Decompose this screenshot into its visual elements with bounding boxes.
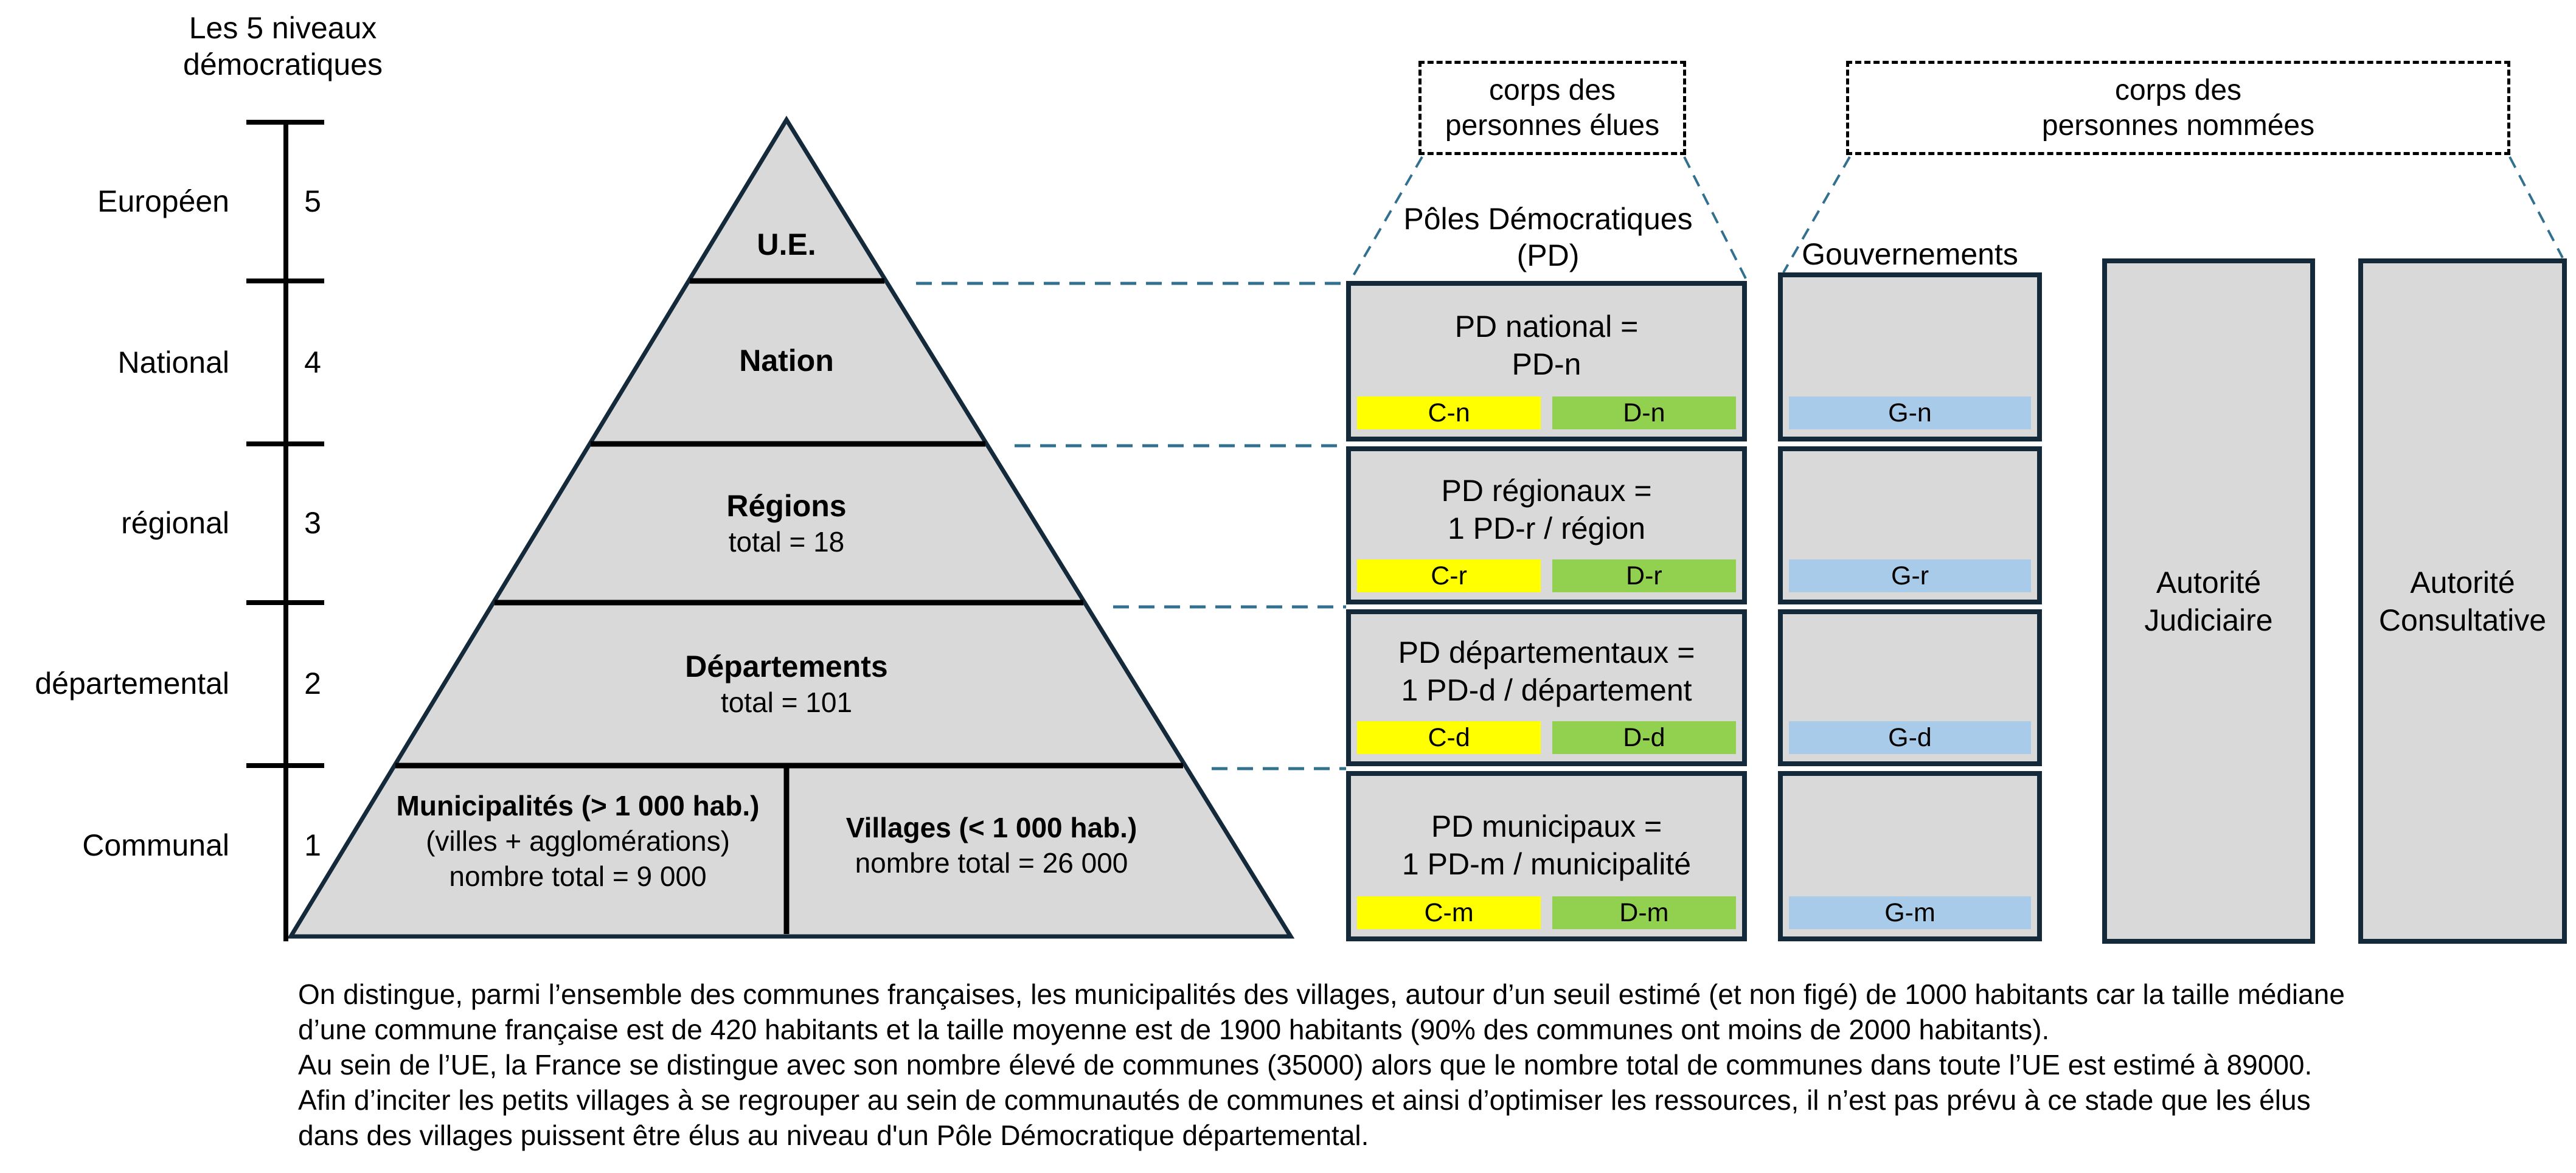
municipalites-sub2: nombre total = 9 000	[449, 860, 707, 892]
level-number-1: 1	[304, 828, 321, 862]
villages-sub: nombre total = 26 000	[855, 847, 1128, 879]
footer-line-1: On distingue, parmi l’ensemble des commu…	[298, 978, 2345, 1010]
pd-row-departemental: PD départementaux = 1 PD-d / département…	[1346, 609, 1747, 766]
footer-paragraph: On distingue, parmi l’ensemble des commu…	[298, 977, 2561, 1153]
citizens-bar-national: C-n	[1357, 396, 1541, 429]
municipalites-sub1: (villes + agglomérations)	[426, 825, 730, 857]
level-label-europeen: Européen	[97, 184, 229, 218]
pd-column-title: Pôles Démocratiques (PD)	[1350, 201, 1746, 274]
autorite-judiciaire-box: Autorité Judiciaire	[2102, 258, 2315, 944]
pd-departemental-header: PD départementaux = 1 PD-d / département	[1351, 634, 1742, 709]
regions-total: total = 18	[728, 526, 845, 558]
level-number-2: 2	[304, 666, 321, 701]
gov-row-departemental: G-d	[1778, 609, 2042, 766]
gov-row-national: G-n	[1778, 272, 2042, 441]
level-label-regional: régional	[121, 506, 229, 540]
autorite-judiciaire-line1: Autorité	[2156, 565, 2262, 600]
pyramid-cell-villages: Villages (< 1 000 hab.) nombre total = 2…	[824, 810, 1159, 881]
corps-nommees-box: corps des personnes nommées	[1846, 61, 2510, 155]
pd-departemental-header-line1: PD départementaux =	[1398, 635, 1695, 670]
delegates-bar-regional: D-r	[1552, 559, 1736, 592]
level-label-national: National	[117, 345, 229, 379]
level-number-3: 3	[304, 506, 321, 540]
corps-nommees-line1: corps des	[2114, 74, 2242, 106]
pd-national-header-line2: PD-n	[1512, 347, 1581, 381]
pd-departemental-header-line2: 1 PD-d / département	[1401, 673, 1692, 707]
delegates-bar-municipal: D-m	[1552, 896, 1736, 929]
level-label-communal: Communal	[82, 828, 229, 862]
pyramid-label-regions: Régions total = 18	[634, 488, 939, 559]
scale-title-line2: démocratiques	[183, 47, 383, 81]
autorite-consultative-box: Autorité Consultative	[2358, 258, 2567, 944]
pd-row-regional: PD régionaux = 1 PD-r / région C-r D-r	[1346, 446, 1747, 604]
delegates-bar-national: D-n	[1552, 396, 1736, 429]
gouvernements-title: Gouvernements	[1802, 237, 2018, 271]
level-number-5: 5	[304, 184, 321, 218]
footer-line-3: Au sein de l’UE, la France se distingue …	[298, 1049, 2313, 1081]
pd-municipal-header: PD municipaux = 1 PD-m / municipalité	[1351, 808, 1742, 883]
pd-municipal-header-line1: PD municipaux =	[1431, 809, 1662, 843]
corps-elues-line1: corps des	[1488, 74, 1616, 106]
corps-nommees-line2: personnes nommées	[2041, 109, 2315, 142]
gov-bar-regional: G-r	[1789, 559, 2031, 592]
footer-line-4: Afin d’inciter les petits villages à se …	[298, 1084, 2311, 1116]
pd-row-municipal: PD municipaux = 1 PD-m / municipalité C-…	[1346, 771, 1747, 941]
pyramid-label-ue: U.E.	[757, 227, 816, 261]
footer-line-5: dans des villages puissent être élus au …	[298, 1119, 1369, 1151]
municipalites-title: Municipalités (> 1 000 hab.)	[396, 790, 760, 822]
nommees-funnel-right	[2508, 156, 2564, 258]
gov-bar-departemental: G-d	[1789, 721, 2031, 754]
citizens-bar-regional: C-r	[1357, 559, 1541, 592]
gov-bar-municipal: G-m	[1789, 896, 2031, 929]
footer-line-2: d’une commune française est de 420 habit…	[298, 1014, 2050, 1045]
pd-municipal-header-line2: 1 PD-m / municipalité	[1401, 847, 1692, 881]
regions-title: Régions	[726, 489, 847, 523]
pd-column-title-line1: Pôles Démocratiques	[1403, 202, 1693, 236]
pd-national-header-line1: PD national =	[1454, 310, 1639, 344]
departements-total: total = 101	[720, 687, 853, 718]
villages-title: Villages (< 1 000 hab.)	[845, 812, 1137, 843]
pyramid-shape	[286, 116, 1295, 939]
elues-funnel-left	[1350, 156, 1423, 281]
level-number-4: 4	[304, 345, 321, 379]
pyramid-label-departements: Départements total = 101	[619, 648, 954, 720]
nommees-funnel-left	[1782, 156, 1851, 273]
citizens-bar-departemental: C-d	[1357, 721, 1541, 754]
gov-bar-national: G-n	[1789, 396, 2031, 429]
pyramid-label-nation: Nation	[739, 344, 834, 378]
gov-row-regional: G-r	[1778, 446, 2042, 604]
elues-funnel-right	[1683, 156, 1748, 280]
pd-row-national: PD national = PD-n C-n D-n	[1346, 281, 1747, 441]
corps-elues-line2: personnes élues	[1445, 109, 1660, 142]
pd-column-title-line2: (PD)	[1516, 238, 1580, 272]
pd-regional-header: PD régionaux = 1 PD-r / région	[1351, 472, 1742, 547]
level-label-departemental: départemental	[35, 666, 229, 701]
pyramid-cell-municipalites: Municipalités (> 1 000 hab.) (villes + a…	[395, 788, 760, 894]
gov-row-municipal: G-m	[1778, 771, 2042, 941]
pd-national-header: PD national = PD-n	[1351, 308, 1742, 383]
scale-title: Les 5 niveaux démocratiques	[103, 10, 462, 83]
autorite-judiciaire-line2: Judiciaire	[2144, 603, 2273, 637]
citizens-bar-municipal: C-m	[1357, 896, 1541, 929]
autorite-consultative-line1: Autorité	[2410, 565, 2515, 600]
corps-elues-box: corps des personnes élues	[1418, 61, 1686, 155]
autorite-consultative-line2: Consultative	[2378, 603, 2547, 637]
pd-regional-header-line1: PD régionaux =	[1441, 474, 1652, 508]
departements-title: Départements	[685, 649, 888, 683]
scale-title-line1: Les 5 niveaux	[189, 11, 377, 45]
delegates-bar-departemental: D-d	[1552, 721, 1736, 754]
pd-regional-header-line2: 1 PD-r / région	[1447, 511, 1646, 545]
